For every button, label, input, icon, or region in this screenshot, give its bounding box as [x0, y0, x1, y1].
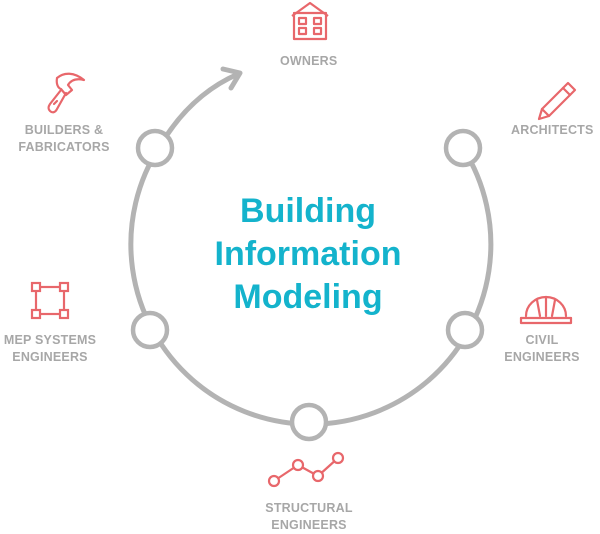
center-title: Building Information Modeling	[150, 190, 466, 319]
label-structural-line2: ENGINEERS	[271, 518, 347, 532]
label-owners: OWNERS	[280, 53, 337, 70]
label-builders: BUILDERS & FABRICATORS	[8, 122, 120, 156]
square-nodes-icon	[30, 281, 70, 320]
label-builders-line2: FABRICATORS	[18, 140, 110, 154]
line-graph-icon	[267, 451, 345, 488]
house-icon	[291, 1, 329, 41]
label-owners-line1: OWNERS	[280, 54, 338, 68]
label-architects: ARCHITECTS	[511, 122, 594, 139]
label-civil-line1: CIVIL	[525, 333, 559, 347]
node-structural	[289, 402, 329, 442]
hard-hat-icon	[519, 295, 573, 325]
center-title-line2: Information	[214, 235, 402, 273]
label-builders-line1: BUILDERS &	[24, 123, 104, 137]
center-title-line1: Building	[240, 192, 376, 230]
label-mep: MEP SYSTEMS ENGINEERS	[0, 332, 100, 366]
label-civil-line2: ENGINEERS	[504, 350, 580, 364]
cycle-arrowhead	[220, 66, 243, 91]
node-builders	[135, 128, 175, 168]
label-mep-line2: ENGINEERS	[12, 350, 88, 364]
label-structural: STRUCTURAL ENGINEERS	[253, 500, 365, 534]
label-mep-line1: MEP SYSTEMS	[3, 333, 97, 347]
label-civil: CIVIL ENGINEERS	[497, 332, 587, 366]
cycle-arrow-arc	[157, 71, 241, 149]
node-architects	[443, 128, 483, 168]
node-civil	[445, 310, 485, 350]
center-title-line3: Modeling	[233, 278, 383, 316]
pencil-icon	[537, 81, 577, 121]
label-structural-line1: STRUCTURAL	[265, 501, 353, 515]
label-architects-line1: ARCHITECTS	[511, 123, 594, 137]
hammer-icon	[47, 72, 86, 114]
node-mep	[130, 310, 170, 350]
